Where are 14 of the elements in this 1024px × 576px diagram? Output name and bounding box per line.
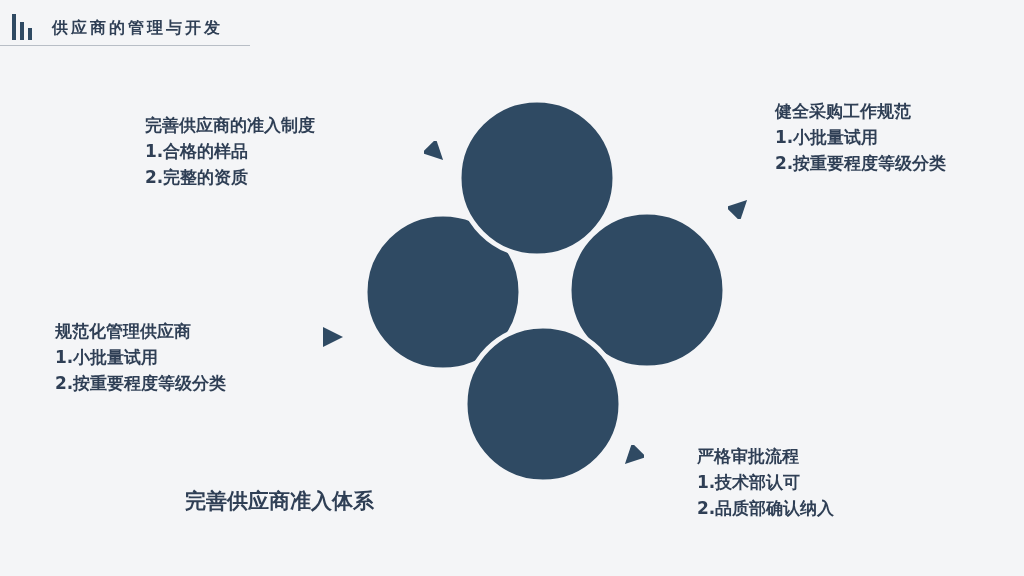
list-item: 2.按重要程度等级分类 — [775, 152, 947, 174]
list-item: 1.小批量试用 — [55, 346, 159, 368]
heading: 规范化管理供应商 — [55, 320, 191, 342]
heading: 严格审批流程 — [697, 445, 799, 467]
heading: 完善供应商的准入制度 — [145, 114, 315, 136]
slide-title: 供应商的管理与开发 — [52, 18, 223, 39]
heading: 健全采购工作规范 — [775, 100, 911, 122]
list-item: 1.小批量试用 — [775, 126, 879, 148]
caption-text: 完善供应商准入体系 — [185, 490, 374, 512]
list-item: 1.技术部认可 — [697, 471, 801, 493]
list-item: 1.合格的样品 — [145, 140, 249, 162]
list-item: 2.品质部确认纳入 — [697, 497, 835, 519]
list-item: 2.按重要程度等级分类 — [55, 372, 227, 394]
list-item: 2.完整的资质 — [145, 166, 249, 188]
